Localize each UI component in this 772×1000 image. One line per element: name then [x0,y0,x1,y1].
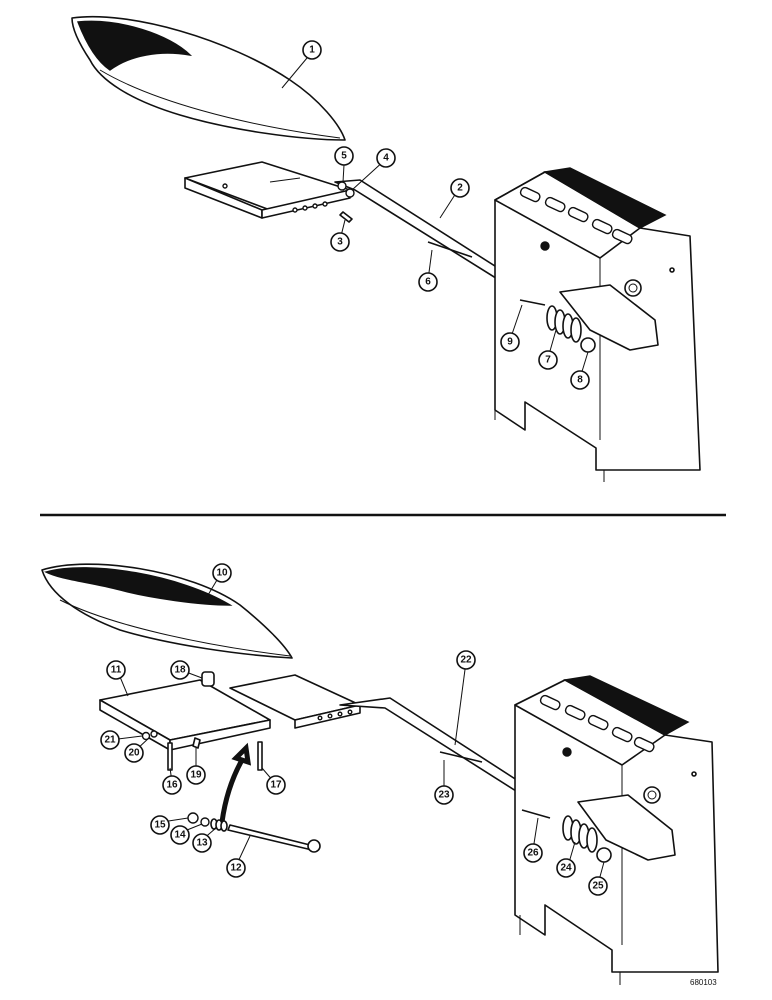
svg-text:9: 9 [507,337,513,348]
pin-6 [427,241,473,258]
svg-text:16: 16 [166,780,178,791]
bumper-18 [201,671,215,687]
callout-6: 6 [418,272,438,292]
callout-5: 5 [334,146,354,166]
callout-18: 18 [170,660,190,680]
callout-11: 11 [106,660,126,680]
top-assembly: 1 2 3 4 5 6 7 8 9 [71,15,701,482]
svg-text:8: 8 [577,375,583,386]
callout-19: 19 [186,765,206,785]
svg-text:26: 26 [527,848,539,859]
svg-text:18: 18 [174,665,186,676]
svg-text:4: 4 [383,153,389,164]
callout-12: 12 [226,858,246,878]
seat-bracket-top [184,161,351,219]
callout-23: 23 [434,785,454,805]
callout-1: 1 [302,40,322,60]
callout-17: 17 [266,775,286,795]
latch-plate-bottom [577,794,676,861]
callout-13: 13 [192,833,212,853]
svg-text:11: 11 [111,665,122,676]
svg-text:12: 12 [230,863,242,874]
spring-24 [562,815,598,853]
pin-23 [439,751,483,763]
svg-text:6: 6 [425,277,431,288]
hardware-bottom [141,730,263,771]
svg-text:20: 20 [128,748,140,759]
callout-4: 4 [376,148,396,168]
cotter-pin-26 [521,809,551,819]
nut-15 [187,812,199,824]
svg-text:19: 19 [190,770,202,781]
callout-25: 25 [588,876,608,896]
svg-text:21: 21 [104,735,116,746]
svg-text:15: 15 [154,820,166,831]
callout-2: 2 [450,178,470,198]
washer-14 [200,817,210,827]
callout-26: 26 [523,843,543,863]
svg-text:24: 24 [560,863,572,874]
washer-25 [596,847,612,863]
seat-pan-top [71,15,346,141]
callout-22: 22 [456,650,476,670]
adjust-handle-12 [227,824,321,853]
spring-13 [210,818,228,832]
svg-text:23: 23 [438,790,450,801]
cotter-pin-9 [519,299,546,306]
seat-bracket-bottom [99,674,361,751]
svg-text:14: 14 [174,830,186,841]
svg-text:17: 17 [270,780,282,791]
svg-text:2: 2 [457,183,463,194]
assembly-arrow [219,742,252,823]
svg-text:25: 25 [592,881,604,892]
svg-text:5: 5 [341,151,347,162]
svg-text:7: 7 [545,355,551,366]
callout-14: 14 [170,825,190,845]
callout-15: 15 [150,815,170,835]
svg-text:1: 1 [309,45,315,56]
callout-20: 20 [124,743,144,763]
washer-8 [580,337,596,353]
callout-7: 7 [538,350,558,370]
callout-16: 16 [162,775,182,795]
svg-text:10: 10 [216,568,228,579]
spring-7 [546,305,582,343]
svg-text:22: 22 [460,655,472,666]
hardware-3-4-5 [337,181,355,223]
callout-21: 21 [100,730,120,750]
latch-plate-top [559,284,659,351]
svg-text:13: 13 [196,838,208,849]
svg-text:3: 3 [337,237,343,248]
callout-9: 9 [500,332,520,352]
callout-10: 10 [212,563,232,583]
callout-24: 24 [556,858,576,878]
callout-3: 3 [330,232,350,252]
figure-id: 680103 [690,978,717,987]
seat-pan-bottom [41,563,293,659]
callout-8: 8 [570,370,590,390]
bottom-assembly: 10 11 12 13 14 15 16 17 18 19 20 21 22 2… [41,563,719,985]
